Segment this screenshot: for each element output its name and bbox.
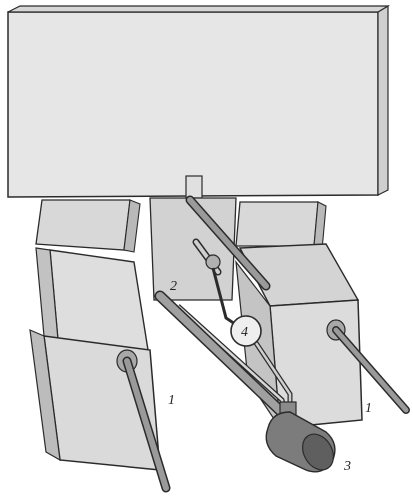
label-tank: 3 (343, 459, 351, 474)
top-slab-right-face (378, 6, 388, 195)
support-left-upper (36, 200, 130, 250)
top-slab (8, 6, 388, 198)
label-gauge: 4 (241, 325, 248, 340)
label-rod-right: 1 (365, 401, 372, 416)
left-block (30, 248, 160, 470)
top-slab-slot (186, 176, 202, 198)
label-rod-left: 1 (168, 393, 175, 408)
pressure-gauge: 4 (231, 316, 261, 346)
support-center (150, 198, 236, 300)
top-slab-front (8, 12, 378, 197)
label-valve: 2 (170, 279, 177, 294)
valve-knob (206, 255, 220, 269)
support-right-upper (236, 202, 318, 246)
top-slab-top-face (8, 6, 388, 12)
